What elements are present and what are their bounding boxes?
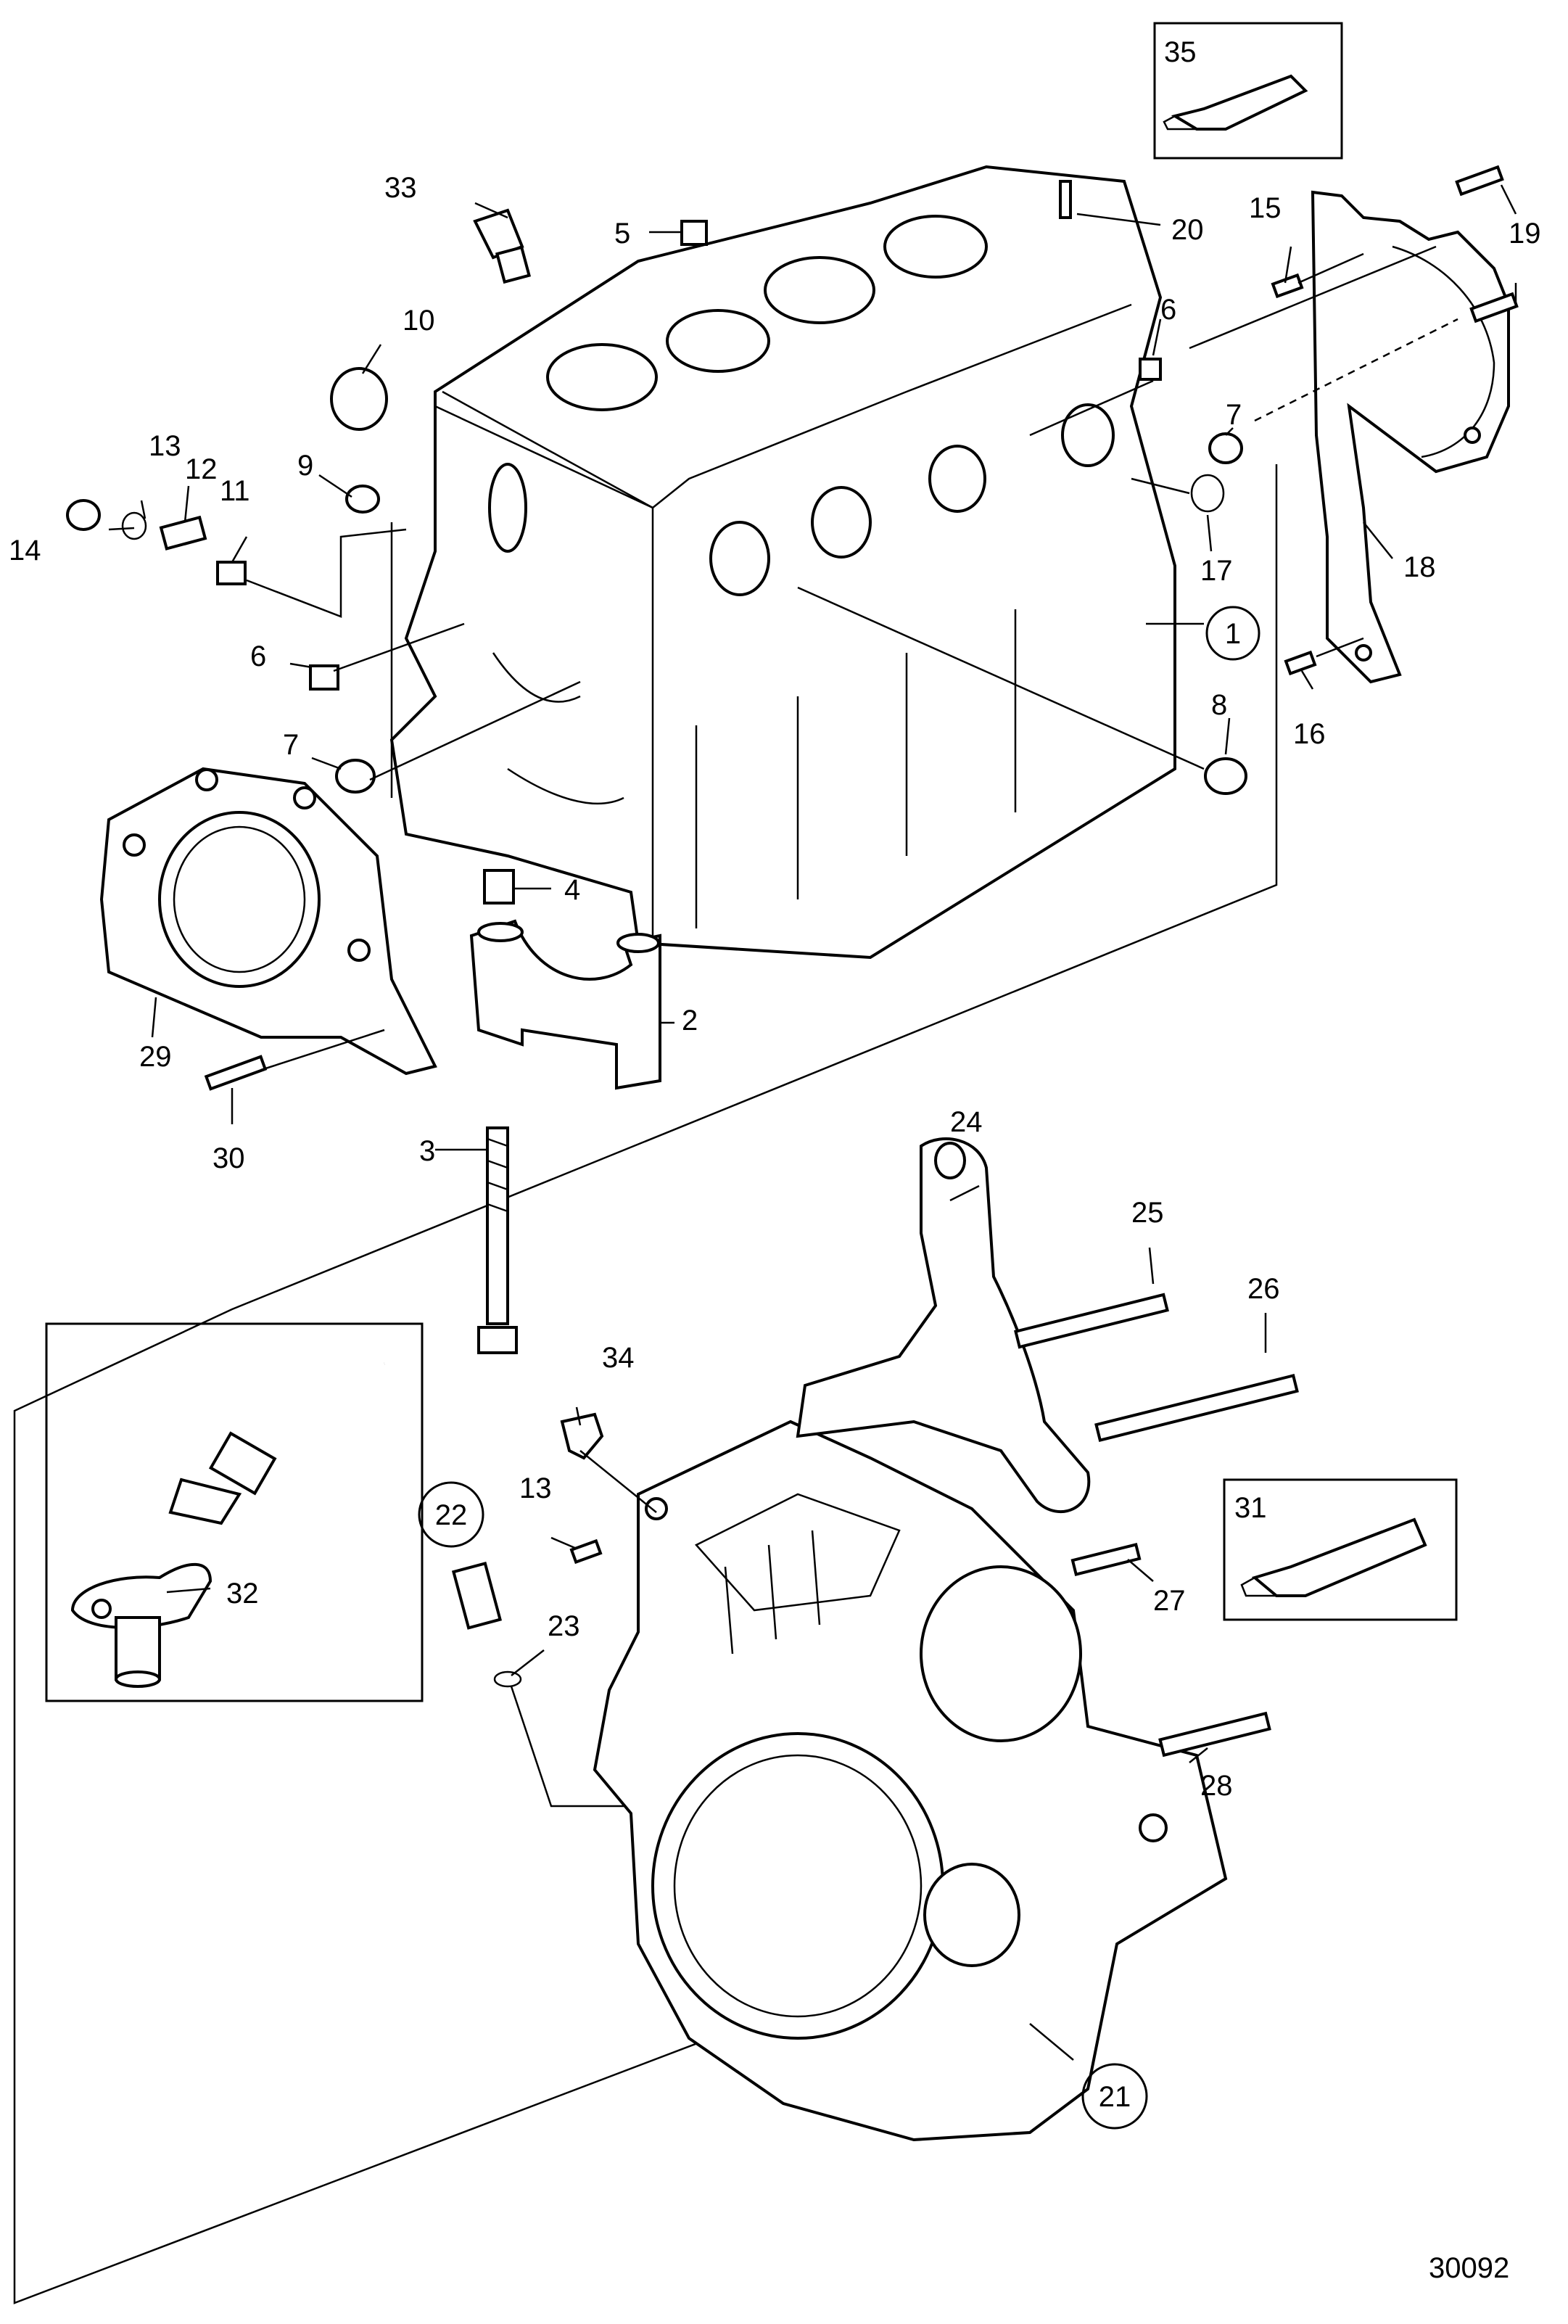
- callout-18: 18: [1403, 551, 1436, 583]
- small-parts: [66, 165, 1519, 1758]
- callout-3: 3: [419, 1135, 435, 1167]
- cylinder-block-part-1: [389, 165, 1176, 960]
- callout-22: 22: [435, 1499, 468, 1531]
- leader-frame-lines: [13, 464, 1278, 2304]
- callout-7b: 7: [283, 729, 299, 761]
- callout-27: 27: [1153, 1585, 1186, 1617]
- callout-25: 25: [1131, 1197, 1164, 1229]
- rear-seal-cover-part-29: [99, 767, 437, 1076]
- callout-26: 26: [1247, 1273, 1280, 1305]
- callout-1: 1: [1225, 618, 1241, 650]
- callout-31: 31: [1234, 1492, 1267, 1524]
- callout-labels: 1 2 3 4 5 6 6 7 7 8 9 10 11 12 13 13 14 …: [9, 36, 1541, 2284]
- callout-6b: 6: [250, 640, 266, 672]
- callout-19: 19: [1509, 218, 1541, 250]
- callout-35: 35: [1164, 36, 1197, 68]
- callout-32: 32: [226, 1578, 259, 1610]
- bracket-part-24: [796, 1137, 1091, 1514]
- callout-23: 23: [548, 1610, 580, 1642]
- callout-1-circle: [1205, 606, 1260, 661]
- callout-21-circle: [1081, 2063, 1148, 2130]
- callout-2: 2: [682, 1005, 698, 1037]
- callout-24: 24: [950, 1106, 983, 1138]
- callout-16: 16: [1293, 718, 1326, 750]
- callout-30: 30: [212, 1142, 245, 1174]
- callout-12: 12: [185, 453, 218, 485]
- callout-21: 21: [1099, 2081, 1131, 2113]
- callout-22-circle: [418, 1481, 484, 1548]
- sealant-tube-box-31: [1223, 1478, 1458, 1621]
- callout-11: 11: [220, 475, 250, 507]
- callout-13a: 13: [149, 430, 181, 462]
- sensor-inset-box-32: [45, 1322, 424, 1702]
- callout-29: 29: [139, 1041, 172, 1073]
- callout-8: 8: [1211, 689, 1227, 721]
- callout-9: 9: [297, 450, 313, 482]
- callout-34: 34: [602, 1342, 635, 1374]
- back-plate-part-18: [1311, 190, 1510, 684]
- callout-7a: 7: [1226, 399, 1242, 431]
- callout-28: 28: [1200, 1770, 1233, 1802]
- callout-6a: 6: [1160, 294, 1176, 326]
- sealant-tube-box-35: [1153, 22, 1343, 160]
- callout-10: 10: [403, 305, 435, 337]
- main-bearing-bolt-part-3: [477, 1126, 518, 1354]
- flywheel-housing-part-21: [593, 1419, 1228, 2142]
- callout-17: 17: [1200, 555, 1233, 587]
- drawing-number: 30092: [1429, 2252, 1509, 2284]
- callout-15: 15: [1249, 192, 1282, 224]
- callout-20: 20: [1171, 214, 1204, 246]
- callout-33: 33: [384, 172, 417, 204]
- callout-5: 5: [614, 218, 630, 250]
- callout-14: 14: [9, 535, 41, 566]
- callout-13b: 13: [519, 1472, 552, 1504]
- leader-lines: [108, 184, 1517, 2061]
- callout-4: 4: [564, 874, 580, 906]
